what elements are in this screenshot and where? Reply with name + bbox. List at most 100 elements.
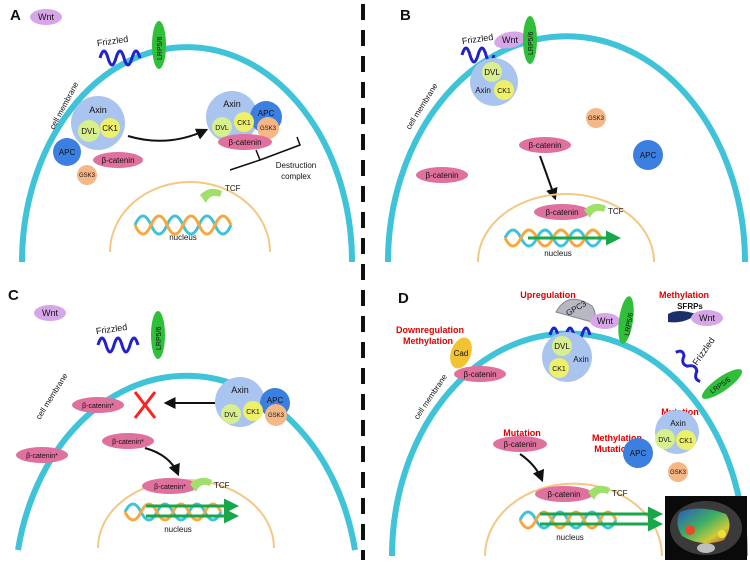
methylation-cad-label: Methylation [403, 336, 453, 346]
dvl-protein [212, 117, 232, 137]
cell-membrane [19, 44, 355, 263]
beta-catenin-label: β-catenin [228, 138, 261, 147]
translocation-arrow [144, 447, 180, 477]
mutant-beta-catenin [72, 397, 124, 413]
dvl-label: DVL [81, 127, 97, 136]
lrp-label: LRP5/6 [528, 32, 535, 55]
nuclear-beta-catenin [535, 486, 593, 502]
apc-label: APC [267, 396, 284, 405]
wnt-ligand [590, 313, 620, 329]
gsk3-label: GSK3 [670, 470, 687, 476]
lrp-coreceptor [151, 311, 165, 359]
lrp-coreceptor [152, 21, 166, 69]
beta-catenin-label: β-catenin* [154, 484, 186, 491]
lrp-label: LRP5/6 [624, 312, 635, 336]
tcf-factor [190, 477, 212, 492]
beta-catenin-label: β-catenin [425, 171, 458, 180]
wnt-ligand [34, 305, 66, 321]
ck1-protein [234, 112, 254, 132]
lrp-coreceptor [701, 369, 743, 399]
beta-catenin-label: β-catenin [545, 208, 578, 217]
frizzled-receptor [548, 326, 592, 344]
tcf-label: TCF [225, 184, 241, 193]
dvl-protein [552, 336, 572, 356]
annotation-line-2: complex [281, 172, 311, 181]
nuclear-beta-catenin [142, 478, 198, 494]
nucleus-label: nucleus [164, 525, 192, 534]
frizzled-receptor [98, 49, 142, 67]
gsk3-label: GSK3 [588, 116, 605, 122]
lrp-label: LRP5/6 [156, 327, 163, 350]
lrp-coreceptor [618, 296, 634, 344]
panel-c: C cell membrane Wnt Frizzled LRP5/6 Axin… [8, 287, 358, 551]
beta-catenin-label: β-catenin [101, 156, 134, 165]
panel-c-letter: C [8, 287, 19, 304]
beta-catenin [493, 436, 547, 452]
tcf-label: TCF [612, 489, 628, 498]
mutation-apc-label: Mutation [594, 444, 632, 454]
methylation-apc-label: Methylation [592, 433, 642, 443]
apc-protein [623, 438, 653, 468]
axin-label: Axin [670, 419, 686, 428]
gsk3-protein [257, 117, 279, 139]
dna-helix [133, 214, 233, 236]
ck1-protein [494, 80, 514, 100]
frizzled-label: Frizzled [95, 322, 128, 336]
gsk3-label: GSK3 [79, 173, 96, 179]
ck1-protein [676, 430, 696, 450]
cell-membrane [15, 372, 358, 551]
nucleus-envelope [109, 181, 271, 253]
gsk3-protein [265, 404, 287, 426]
annotation-line-1: Destruction [276, 161, 316, 170]
tcf-label: TCF [608, 207, 624, 216]
cell-membrane [385, 33, 748, 263]
tcf-factor [200, 188, 222, 203]
methylation-sfrps-label: Methylation [659, 290, 709, 300]
gsk3-protein [586, 108, 606, 128]
mutant-beta-catenin [102, 433, 154, 449]
beta-catenin-label: β-catenin [463, 370, 496, 379]
apc-protein [633, 140, 663, 170]
lrp-coreceptor [523, 16, 537, 64]
nucleus-envelope [477, 193, 655, 263]
dvl-label: DVL [658, 437, 672, 444]
panel-a-letter: A [10, 7, 21, 24]
gsk3-label: GSK3 [260, 126, 277, 132]
dvl-label: DVL [554, 342, 570, 351]
ck1-protein [549, 358, 569, 378]
axin-label: Axin [89, 105, 107, 115]
apc-label: APC [640, 151, 657, 160]
liver-ct-scan [665, 496, 747, 560]
panel-b-letter: B [400, 7, 411, 24]
frizzled-label: Frizzled [96, 34, 129, 48]
wnt-ligand [691, 310, 723, 326]
beta-catenin [454, 366, 506, 382]
panel-d-letter: D [398, 290, 409, 307]
frizzled-label: Frizzled [690, 336, 716, 368]
nucleus-label: nucleus [169, 233, 197, 242]
mutant-beta-catenin [16, 447, 68, 463]
nucleus-label: nucleus [556, 533, 584, 542]
beta-catenin [93, 152, 143, 168]
cad-label: Cad [454, 349, 469, 358]
panel-b: B cell membrane Frizzled Wnt LRP5/6 DVL … [385, 7, 748, 263]
panel-a: A cell membrane Wnt Frizzled LRP5/6 Axin… [10, 7, 355, 263]
destruction-bracket [229, 136, 301, 171]
axin-label: Axin [231, 385, 249, 395]
upregulation-label: Upregulation [520, 290, 576, 300]
dna-helix [518, 510, 618, 530]
dvl-label: DVL [215, 125, 229, 132]
wnt-ligand [494, 31, 526, 49]
frizzled-receptor [675, 349, 701, 383]
beta-catenin [519, 137, 571, 153]
panel-d: D cell membrane Upregulation GPC3 Wnt LR… [389, 290, 748, 560]
axin-label: Axin [223, 99, 241, 109]
ck1-label: CK1 [497, 88, 511, 95]
axin-label: Axin [573, 355, 589, 364]
dvl-label: DVL [484, 68, 500, 77]
apc-label: APC [630, 449, 647, 458]
apc-label: APC [258, 109, 275, 118]
beta-catenin [416, 167, 468, 183]
tcf-label: TCF [214, 481, 230, 490]
